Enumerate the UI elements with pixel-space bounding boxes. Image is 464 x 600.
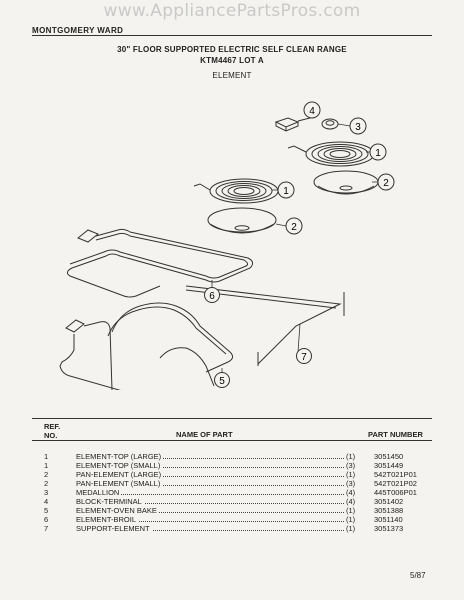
svg-text:2: 2	[383, 178, 389, 189]
part-qty: (3)	[344, 461, 358, 471]
callout-7: 7	[296, 348, 312, 364]
table-row: 1 ELEMENT-TOP (LARGE) (1) 3051450	[40, 452, 430, 462]
part-name: ELEMENT-TOP (LARGE)	[76, 452, 164, 462]
model-lot: KTM4467 LOT A	[200, 56, 264, 65]
table-row: 3 MEDALLION (4) 445T006P01	[40, 488, 430, 498]
ref-no: 5	[44, 506, 49, 515]
part-qty: (4)	[344, 488, 358, 498]
ref-no: 1	[44, 461, 49, 470]
leader-dots	[76, 530, 350, 531]
col-ref-line2: NO.	[44, 431, 58, 440]
table-row: 2 PAN-ELEMENT (LARGE) (1) 542T021P01	[40, 470, 430, 480]
table-row: 6 ELEMENT-BROIL (1) 3051140	[40, 515, 430, 525]
callout-2-right: 2	[377, 173, 395, 191]
part-name: SUPPORT-ELEMENT	[76, 524, 152, 534]
part-qty: (1)	[344, 524, 358, 534]
part-name: ELEMENT-OVEN BAKE	[76, 506, 159, 516]
part-number: 542T021P01	[374, 470, 417, 479]
part-qty: (4)	[344, 497, 358, 507]
part-number: 3051450	[374, 452, 404, 461]
part-qty: (3)	[344, 479, 358, 489]
part-number: 3051388	[374, 506, 404, 515]
part-number: 3051373	[374, 524, 404, 533]
ref-no: 3	[44, 488, 49, 497]
table-top-rule	[32, 418, 432, 419]
table-row: 7 SUPPORT-ELEMENT (1) 3051373	[40, 524, 430, 534]
leader-dots	[76, 494, 350, 495]
callout-1-left: 1	[277, 181, 295, 199]
leader-dots	[76, 458, 350, 459]
ref-no: 2	[44, 470, 49, 479]
part-qty: (1)	[344, 506, 358, 516]
table-row: 1 ELEMENT-TOP (SMALL) (3) 3051449	[40, 461, 430, 471]
leader-dots	[76, 512, 350, 513]
leader-dots	[76, 521, 350, 522]
page-number: 5/87	[410, 571, 426, 580]
ref-no: 7	[44, 524, 49, 533]
part-qty: (1)	[344, 452, 358, 462]
watermark: www.AppliancePartsPros.com	[103, 1, 361, 21]
part-number: 3051140	[374, 515, 403, 524]
exploded-diagram: 1 1 2 2 3 4 5	[59, 101, 395, 390]
part-name: ELEMENT-TOP (SMALL)	[76, 461, 163, 471]
table-row: 2 PAN-ELEMENT (SMALL) (3) 542T021P02	[40, 479, 430, 489]
bake-element	[59, 302, 234, 390]
col-name-header: NAME OF PART	[176, 430, 233, 439]
callout-1-right: 1	[369, 143, 387, 161]
part-name: PAN-ELEMENT (SMALL)	[76, 479, 163, 489]
table-row: 5 ELEMENT-OVEN BAKE (1) 3051388	[40, 506, 430, 516]
part-number: 542T021P02	[374, 479, 417, 488]
callout-4: 4	[303, 101, 321, 119]
col-part-number-header: PART NUMBER	[368, 430, 423, 439]
medallion-part	[321, 118, 339, 130]
callout-5: 5	[214, 372, 230, 388]
part-number: 445T006P01	[374, 488, 417, 497]
svg-text:3: 3	[355, 122, 361, 133]
ref-no: 1	[44, 452, 49, 461]
part-name: BLOCK-TERMINAL	[76, 497, 144, 507]
svg-text:4: 4	[309, 106, 315, 117]
svg-text:1: 1	[375, 148, 381, 159]
surface-element-right	[287, 141, 375, 167]
part-number: 3051449	[374, 461, 404, 470]
brand-label: MONTGOMERY WARD	[32, 26, 124, 35]
ref-no: 6	[44, 515, 49, 524]
element-pan-right	[313, 170, 379, 195]
part-name: MEDALLION	[76, 488, 122, 498]
callout-2-left: 2	[285, 217, 303, 235]
surface-element-left	[193, 178, 279, 204]
leader-lines	[211, 113, 378, 377]
section-title: ELEMENT	[212, 71, 252, 80]
leader-dots	[76, 503, 350, 504]
svg-text:5: 5	[219, 376, 225, 387]
svg-text:1: 1	[283, 186, 289, 197]
callout-3: 3	[349, 117, 367, 135]
leader-dots	[76, 476, 350, 477]
terminal-block-part	[274, 117, 311, 132]
page-title: 30" FLOOR SUPPORTED ELECTRIC SELF CLEAN …	[117, 45, 347, 54]
leader-dots	[76, 467, 350, 468]
svg-text:2: 2	[291, 222, 297, 233]
table-header-rule	[32, 440, 432, 441]
part-qty: (1)	[344, 470, 358, 480]
element-pan-left	[207, 207, 277, 234]
ref-no: 2	[44, 479, 49, 488]
svg-text:6: 6	[209, 291, 215, 302]
leader-dots	[76, 485, 350, 486]
svg-text:7: 7	[301, 352, 307, 363]
ref-no: 4	[44, 497, 49, 506]
callout-6: 6	[204, 287, 220, 303]
header-rule	[32, 35, 432, 36]
part-number: 3051402	[374, 497, 404, 506]
table-row: 4 BLOCK-TERMINAL (4) 3051402	[40, 497, 430, 507]
part-name: PAN-ELEMENT (LARGE)	[76, 470, 164, 480]
part-name: ELEMENT-BROIL	[76, 515, 139, 525]
part-qty: (1)	[344, 515, 358, 525]
broil-element	[66, 228, 254, 298]
col-ref-line1: REF.	[44, 422, 61, 431]
